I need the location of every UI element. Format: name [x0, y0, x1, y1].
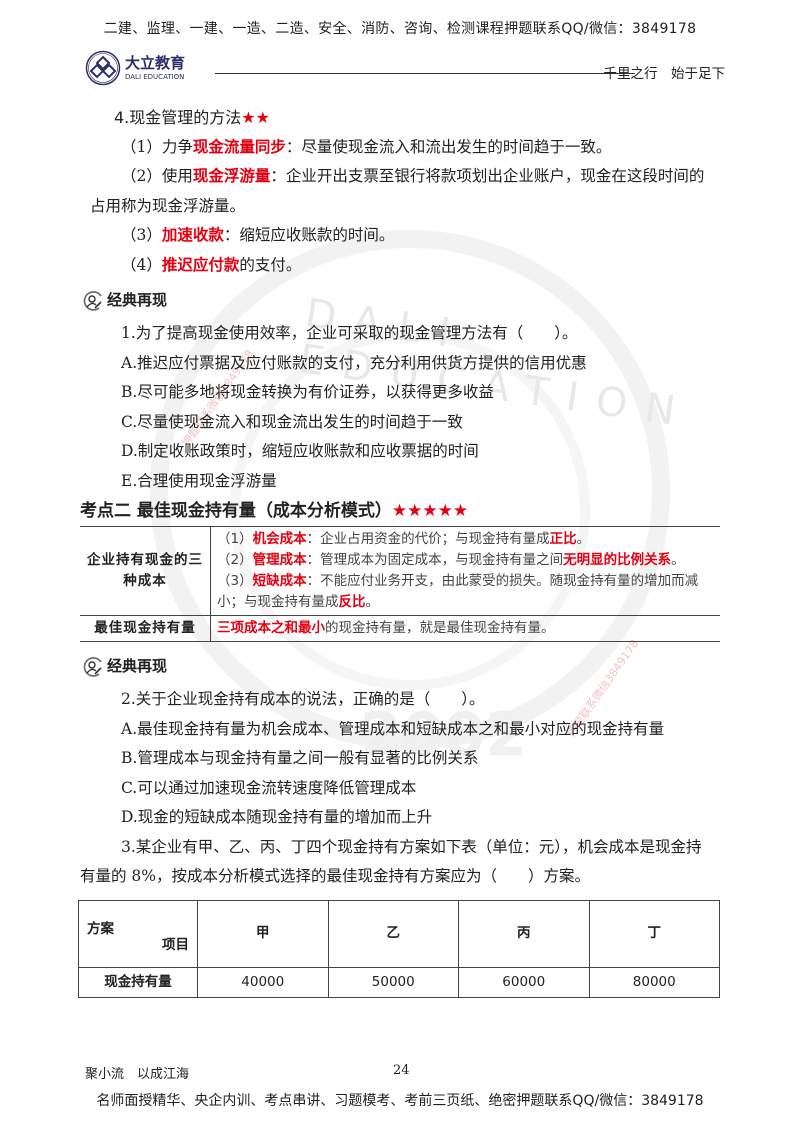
review-label: 经典再现 [107, 291, 168, 310]
answer-option[interactable]: B.管理成本与现金持有量之间一般有显著的比例关系 [121, 749, 479, 767]
header-motto: 千里之行 始于足下 [603, 66, 726, 82]
row-label: 现金持有量 [78, 966, 198, 998]
cost-item: （2）管理成本：管理成本为固定成本，与现金持有量之间无明显的比例关系。 [217, 552, 685, 568]
table-cell: 80000 [588, 966, 720, 998]
question-text: 1.为了提高现金使用效率，企业可采取的现金管理方法有（ ）。 [121, 324, 578, 342]
logo-icon [85, 50, 121, 86]
answer-option[interactable]: D.现金的短缺成本随现金持有量的增加而上升 [121, 808, 433, 826]
answer-option[interactable]: A.推迟应付票据及应付账款的支付，充分利用供货方提供的信用优惠 [121, 353, 587, 372]
answer-option[interactable]: D.制定收账政策时，缩短应收账款和应收票据的时间 [121, 442, 479, 460]
table-cell: 60000 [458, 966, 590, 998]
page-content: 4.现金管理的方法★★ （1）力争现金流量同步：尽量使现金流入和流出发生的时间趋… [78, 103, 720, 998]
star-rating: ★★ [241, 108, 270, 127]
cost-item: （3）短缺成本：不能应付业务开支，由此蒙受的损失。随现金持有量的增加而减小；与现… [217, 573, 699, 610]
table-header-row: 方案 项目 甲 乙 丙 丁 [78, 899, 720, 968]
person-edit-icon [83, 291, 102, 311]
method-item: （4）推迟应付款的支付。 [121, 255, 302, 274]
table-row: 最佳现金持有量 三项成本之和最小的现金持有量，就是最佳现金持有量。 [80, 615, 720, 642]
row-label: 企业持有现金的三种成本 [80, 526, 211, 616]
table-row: 企业持有现金的三种成本 （1）机会成本：企业占用资金的代价；与现金持有量成正比。… [80, 526, 720, 616]
key-point-title: 考点二 最佳现金持有量（成本分析模式）★★★★★ [80, 501, 469, 521]
cost-item: （1）机会成本：企业占用资金的代价；与现金持有量成正比。 [217, 531, 591, 547]
method-item: （2）使用现金浮游量：企业开出支票至银行将款项划出企业账户，现金在这段时间的占用… [90, 167, 705, 215]
section-title: 4.现金管理的方法★★ [114, 108, 270, 127]
logo-text-en: DALI EDUCATION [125, 72, 185, 81]
page-header: 大立教育 DALI EDUCATION 千里之行 始于足下 [85, 50, 725, 90]
star-rating: ★★★★★ [391, 501, 469, 521]
review-label: 经典再现 [107, 657, 168, 676]
question-text: 3.某企业有甲、乙、丙、丁四个现金持有方案如下表（单位：元），机会成本是现金持有… [80, 837, 702, 886]
column-header: 丁 [588, 899, 720, 968]
question-block: 1.为了提高现金使用效率，企业可采取的现金管理方法有（ ）。 A.推迟应付票据及… [90, 319, 715, 496]
review-header: 经典再现 [82, 286, 715, 316]
answer-option[interactable]: E.合理使用现金浮游量 [121, 471, 277, 490]
diagonal-header-cell: 方案 项目 [78, 899, 198, 968]
bottom-banner: 名师面授精华、央企内训、考点串讲、习题模考、考前三页纸、绝密押题联系QQ/微信：… [96, 1093, 704, 1109]
column-header: 丙 [458, 899, 590, 968]
row-value: 三项成本之和最小的现金持有量，就是最佳现金持有量。 [210, 615, 720, 642]
table-row: 现金持有量 40000 50000 60000 80000 [78, 966, 720, 998]
row-label: 最佳现金持有量 [80, 615, 211, 642]
footer-motto: 聚小流 以成江海 [85, 1067, 190, 1082]
method-item: （1）力争现金流量同步：尽量使现金流入和流出发生的时间趋于一致。 [121, 137, 612, 156]
answer-option[interactable]: C.尽量使现金流入和现金流出发生的时间趋于一致 [121, 412, 463, 431]
answer-option[interactable]: C.可以通过加速现金流转速度降低管理成本 [121, 778, 417, 797]
table-cell: 50000 [327, 966, 459, 998]
header-divider [215, 73, 635, 74]
top-banner: 二建、监理、一建、一造、二造、安全、消防、咨询、检测课程押题联系QQ/微信：38… [103, 21, 697, 37]
table-cell: 40000 [197, 966, 329, 998]
review-header: 经典再现 [82, 652, 715, 682]
method-item: （3）加速收款：缩短应收账款的时间。 [121, 226, 395, 244]
cost-table: 企业持有现金的三种成本 （1）机会成本：企业占用资金的代价；与现金持有量成正比。… [80, 526, 720, 642]
answer-option[interactable]: A.最佳现金持有量为机会成本、管理成本和短缺成本之和最小对应的现金持有量 [121, 719, 665, 738]
question-text: 2.关于企业现金持有成本的说法，正确的是（ ）。 [121, 690, 485, 708]
plan-table: 方案 项目 甲 乙 丙 丁 现金持有量 40000 50000 60000 80… [78, 899, 720, 999]
logo-text-cn: 大立教育 [125, 53, 186, 72]
column-header: 甲 [197, 899, 329, 968]
column-header: 乙 [327, 899, 459, 968]
page-number: 24 [393, 1063, 410, 1078]
cost-list: （1）机会成本：企业占用资金的代价；与现金持有量成正比。 （2）管理成本：管理成… [210, 526, 720, 616]
answer-option[interactable]: B.尽可能多地将现金转换为有价证券，以获得更多收益 [121, 383, 494, 401]
logo: 大立教育 DALI EDUCATION [85, 50, 185, 86]
question-block: 2.关于企业现金持有成本的说法，正确的是（ ）。 A.最佳现金持有量为机会成本、… [80, 685, 715, 892]
person-edit-icon [83, 657, 102, 677]
